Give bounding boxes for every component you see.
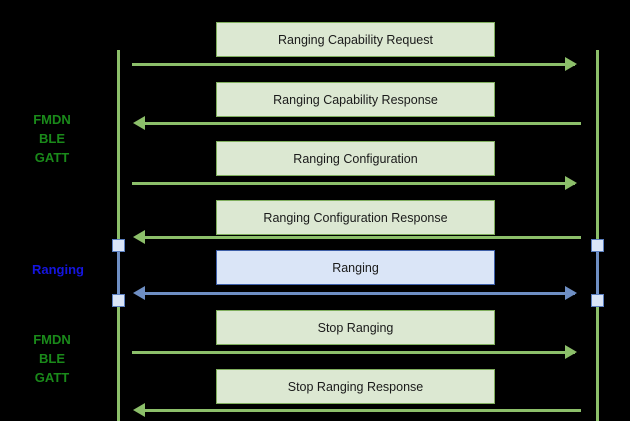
message-arrow-shaft-ranging-configuration — [132, 182, 575, 185]
lifeline-right — [596, 50, 599, 421]
phase-label-fmdn-ble-gatt-top: FMDN BLE GATT — [33, 112, 71, 165]
message-arrow-head-right-ranging-configuration — [565, 176, 577, 190]
message-box-stop-ranging: Stop Ranging — [216, 310, 495, 345]
activation-line-right — [596, 245, 599, 301]
message-arrow-head-right-ranging-capability-request — [565, 57, 577, 71]
message-arrow-head-right-stop-ranging — [565, 345, 577, 359]
message-box-ranging-capability-response: Ranging Capability Response — [216, 82, 495, 117]
message-arrow-head-right-ranging — [565, 286, 577, 300]
message-box-stop-ranging-response: Stop Ranging Response — [216, 369, 495, 404]
message-box-ranging-configuration: Ranging Configuration — [216, 141, 495, 176]
activation-box-left-end — [112, 294, 125, 307]
message-arrow-head-left-ranging — [133, 286, 145, 300]
message-arrow-shaft-ranging-configuration-response — [138, 236, 581, 239]
message-box-ranging-capability-request: Ranging Capability Request — [216, 22, 495, 57]
activation-line-left — [117, 245, 120, 301]
message-box-ranging-configuration-response: Ranging Configuration Response — [216, 200, 495, 235]
message-arrow-shaft-stop-ranging — [132, 351, 575, 354]
phase-label-fmdn-ble-gatt-bottom: FMDN BLE GATT — [33, 332, 71, 385]
activation-box-left-start — [112, 239, 125, 252]
message-arrow-head-left-ranging-capability-response — [133, 116, 145, 130]
lifeline-left — [117, 50, 120, 421]
phase-label-ranging: Ranging — [32, 262, 84, 277]
activation-box-right-start — [591, 239, 604, 252]
message-box-ranging: Ranging — [216, 250, 495, 285]
activation-box-right-end — [591, 294, 604, 307]
message-arrow-shaft-stop-ranging-response — [138, 409, 581, 412]
message-arrow-shaft-ranging — [138, 292, 575, 295]
message-arrow-head-left-ranging-configuration-response — [133, 230, 145, 244]
message-arrow-shaft-ranging-capability-response — [138, 122, 581, 125]
message-arrow-shaft-ranging-capability-request — [132, 63, 575, 66]
message-arrow-head-left-stop-ranging-response — [133, 403, 145, 417]
